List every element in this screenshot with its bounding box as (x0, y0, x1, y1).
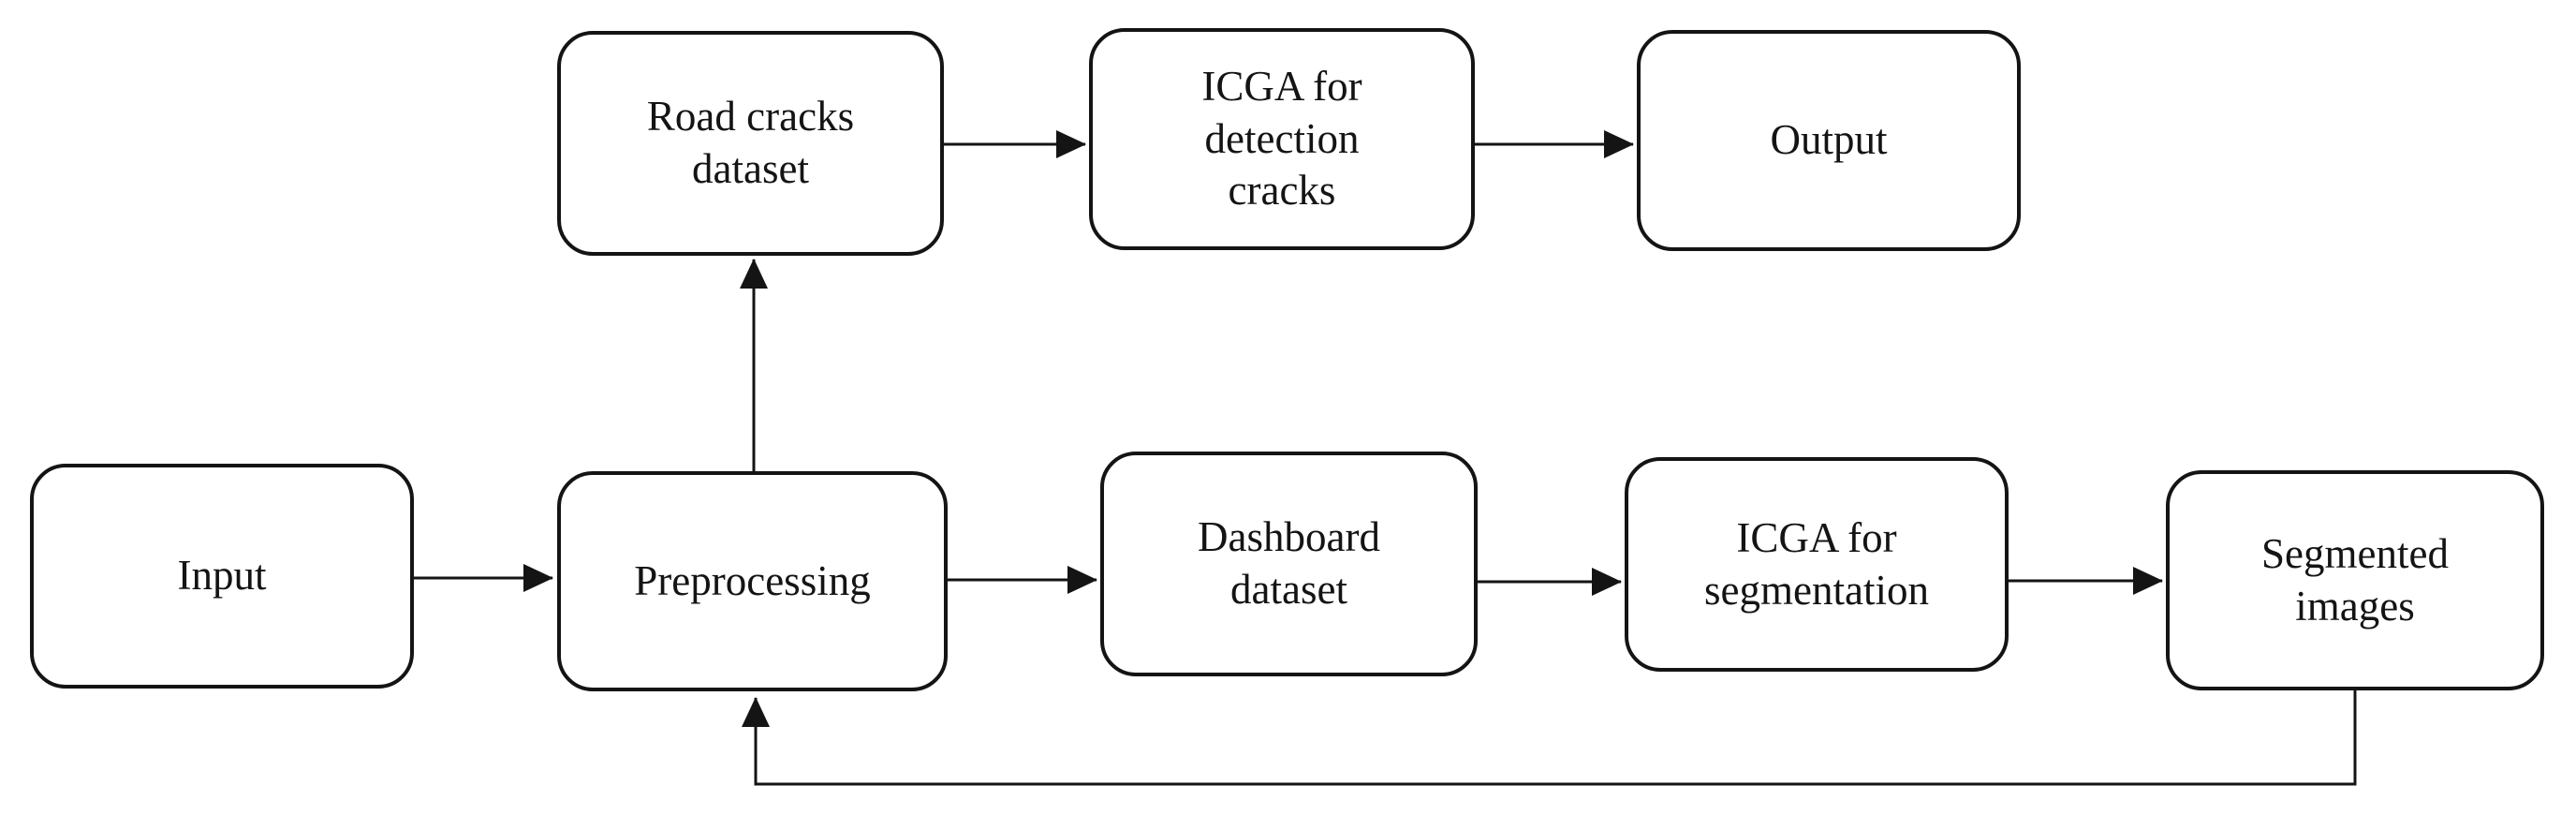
node-segmented-images-label: Segmented images (2261, 529, 2449, 630)
node-icga-for-segmentation-label: ICGA for segmentation (1704, 513, 1929, 614)
edge-segmented-feedback-to-preprocessing (742, 690, 2357, 786)
node-input-label: Input (177, 552, 267, 600)
node-output-label: Output (1770, 116, 1888, 164)
node-segmented-images: Segmented images (2166, 470, 2544, 690)
node-road-cracks-dataset: Road cracks dataset (557, 31, 944, 256)
node-road-cracks-dataset-label: Road cracks dataset (646, 93, 855, 192)
node-input: Input (30, 464, 414, 689)
node-dashboard-dataset-label: Dashboard dataset (1198, 513, 1380, 613)
node-preprocessing: Preprocessing (557, 471, 948, 691)
node-preprocessing-label: Preprocessing (634, 556, 871, 604)
node-icga-for-detection-cracks-label: ICGA for detection cracks (1201, 62, 1362, 215)
node-icga-for-segmentation: ICGA for segmentation (1625, 457, 2009, 672)
node-dashboard-dataset: Dashboard dataset (1100, 452, 1478, 676)
node-output: Output (1637, 30, 2021, 251)
node-icga-for-detection-cracks: ICGA for detection cracks (1089, 28, 1475, 250)
